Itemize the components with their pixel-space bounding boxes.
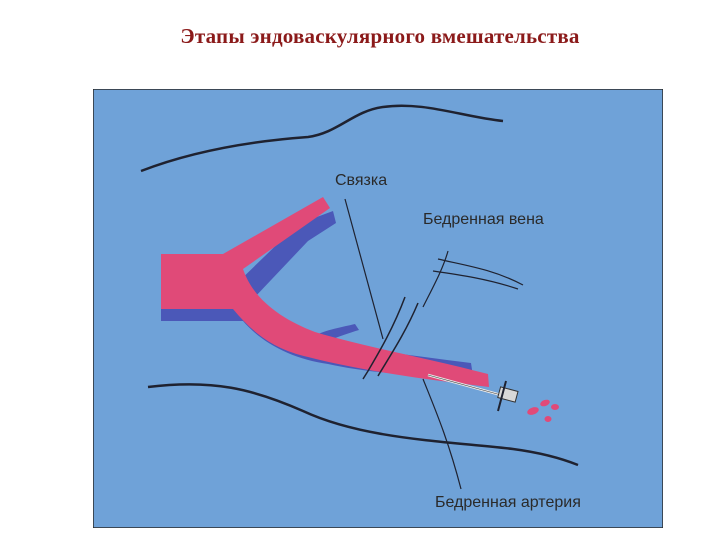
thigh-outline-lower — [147, 383, 579, 467]
femoral-artery-shape — [161, 197, 489, 387]
label-femoral-vein: Бедренная вена — [423, 211, 544, 228]
skin-fold-line-1 — [437, 258, 524, 286]
thigh-outline-upper — [140, 104, 504, 173]
slide-title: Этапы эндоваскулярного вмешательства — [180, 24, 580, 48]
ligament-line-1 — [362, 296, 406, 380]
label-femoral-artery: Бедренная артерия — [435, 494, 581, 511]
needle-icon — [427, 373, 519, 412]
blood-drop-1 — [527, 407, 539, 415]
blood-drop-2 — [540, 399, 550, 407]
ligament-pointer-line — [344, 198, 384, 340]
endovascular-diagram: Связка Бедренная вена Бедренная артерия — [93, 89, 663, 528]
label-ligament: Связка — [335, 172, 387, 189]
blood-drop-3 — [551, 404, 559, 410]
diagram-canvas: Связка Бедренная вена Бедренная артерия — [93, 89, 663, 528]
skin-fold-line-2 — [432, 270, 519, 290]
ligament-line-2 — [377, 302, 419, 377]
artery-pointer-line — [422, 378, 462, 490]
vein-pointer-line — [422, 250, 449, 308]
blood-drop-4 — [544, 416, 552, 422]
